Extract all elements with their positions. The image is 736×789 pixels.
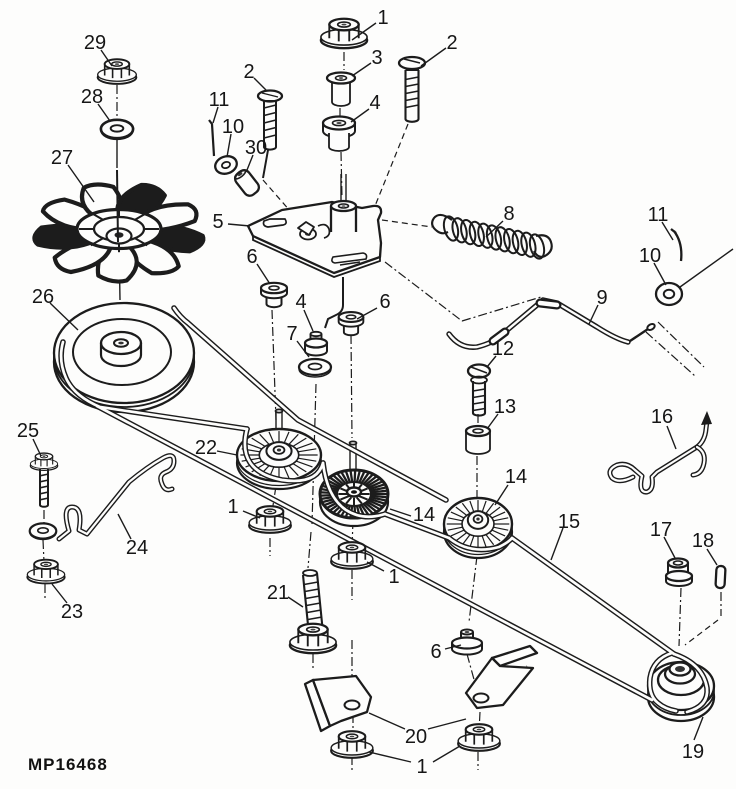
callout-4-top: 4 xyxy=(369,92,380,114)
callout-17: 17 xyxy=(650,519,672,541)
callout-14-right: 14 xyxy=(505,466,527,488)
callout-1-top: 1 xyxy=(377,7,388,29)
belt-guide-brackets xyxy=(303,644,539,733)
callout-1-mid-left: 1 xyxy=(227,496,238,518)
callout-6-bottom: 6 xyxy=(430,641,441,663)
callout-27: 27 xyxy=(51,147,73,169)
idler-spring xyxy=(431,213,553,260)
callout-5: 5 xyxy=(212,211,223,233)
callout-18: 18 xyxy=(692,530,714,552)
figure-code: MP16468 xyxy=(28,755,108,774)
flange-nut-1-bottom-right xyxy=(457,723,501,752)
callout-6-mid: 6 xyxy=(379,291,390,313)
spacer-6-mid xyxy=(337,311,365,337)
bolt-threads xyxy=(39,76,486,621)
idler-spindle-tip-2 xyxy=(348,440,358,446)
flange-nut-1-mid-left xyxy=(248,505,292,534)
callout-15: 15 xyxy=(558,511,580,533)
callout-26: 26 xyxy=(32,286,54,308)
flange-nut-23 xyxy=(26,558,66,585)
idler-spindle-tip xyxy=(274,408,284,414)
callout-labels: 1 2 3 4 29 28 27 26 2 11 10 30 5 6 4 7 6… xyxy=(17,7,714,778)
callout-3: 3 xyxy=(371,47,382,69)
bolt-21-head xyxy=(288,622,338,655)
flange-nut-29 xyxy=(96,58,138,85)
spacer-6-bottom xyxy=(450,628,484,656)
callout-11-right: 11 xyxy=(648,204,669,226)
flat-idler-pulley-right xyxy=(442,496,514,560)
center-lines xyxy=(42,52,722,772)
v-idler-pulley-center xyxy=(318,468,390,528)
callout-11-left: 11 xyxy=(209,89,230,111)
washer-eyelet xyxy=(28,522,58,541)
projection-lines xyxy=(262,123,719,646)
callout-10-left: 10 xyxy=(222,116,244,138)
callout-7: 7 xyxy=(286,323,297,345)
cooling-fan xyxy=(32,169,206,284)
spacer-6-left xyxy=(259,281,289,309)
callout-leader-lines xyxy=(32,22,718,763)
callout-2-top-right: 2 xyxy=(446,32,457,54)
callout-24: 24 xyxy=(126,537,148,559)
idler-bracket-plate xyxy=(246,199,383,329)
callout-20: 20 xyxy=(405,726,427,748)
callout-12: 12 xyxy=(492,338,514,360)
fasteners xyxy=(26,17,727,759)
callout-14-mid: 14 xyxy=(413,504,435,526)
callout-16: 16 xyxy=(651,406,673,428)
callout-29: 29 xyxy=(84,32,106,54)
callout-21: 21 xyxy=(267,582,289,604)
engine-pulley xyxy=(52,301,196,414)
callout-6-left: 6 xyxy=(246,246,257,268)
washer-28 xyxy=(99,118,135,141)
callout-1-bottom: 1 xyxy=(416,756,427,778)
callout-23: 23 xyxy=(61,601,83,623)
callout-9: 9 xyxy=(596,287,607,309)
shaft-lines xyxy=(116,140,734,470)
callout-19: 19 xyxy=(682,741,704,763)
callout-28: 28 xyxy=(81,86,103,108)
drive-belt xyxy=(58,305,710,715)
transaxle-pulley xyxy=(646,660,716,723)
bolt-25-head xyxy=(29,452,59,472)
callout-13: 13 xyxy=(494,396,516,418)
linkage-rods xyxy=(56,297,712,542)
callout-25: 25 xyxy=(17,420,39,442)
callout-1-mid: 1 xyxy=(388,566,399,588)
callout-22: 22 xyxy=(195,437,217,459)
flange-nut-1-bottom-left xyxy=(330,730,374,759)
callout-30: 30 xyxy=(245,137,267,159)
callout-4-mid: 4 xyxy=(295,291,306,313)
callout-10-right: 10 xyxy=(639,245,661,267)
callout-8: 8 xyxy=(503,203,514,225)
callout-2-left: 2 xyxy=(243,61,254,83)
